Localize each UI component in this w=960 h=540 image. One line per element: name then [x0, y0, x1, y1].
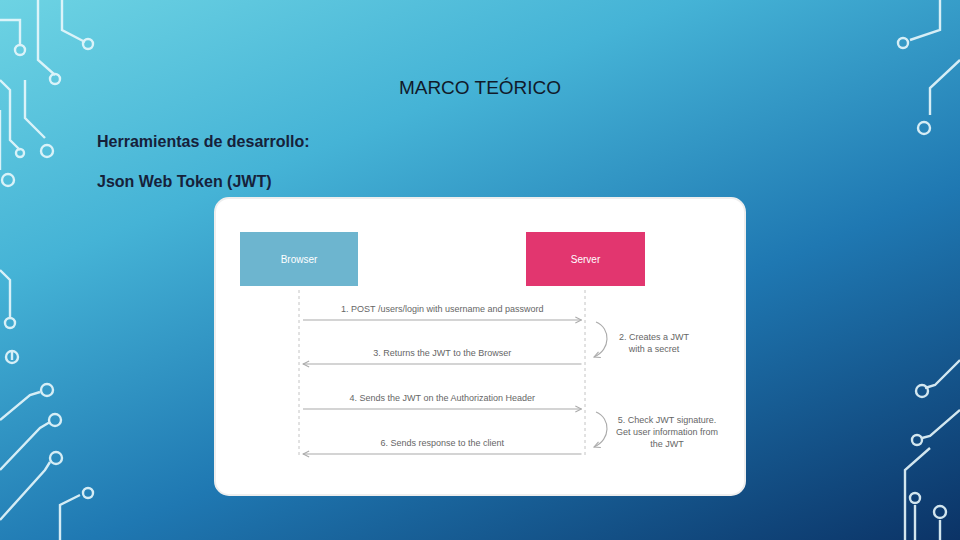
- diagram-panel: [215, 198, 745, 495]
- lifeline-box: Server: [526, 232, 645, 286]
- step-note: 2. Creates a JWT with a secret: [614, 331, 694, 355]
- message-label: 1. POST /users/login with username and p…: [338, 304, 546, 315]
- box-label: Server: [571, 254, 600, 265]
- message-arrow: [303, 408, 582, 409]
- message-label: 3. Returns the JWT to the Browser: [370, 348, 514, 359]
- lifelines: [299, 290, 585, 458]
- section-heading: Herramientas de desarrollo:: [97, 133, 310, 151]
- message-label: 6. Sends response to the client: [377, 438, 507, 449]
- lifeline-box: Browser: [240, 232, 358, 286]
- step-note: 5. Check JWT signature. Get user informa…: [614, 414, 720, 450]
- message-arrow: [303, 319, 582, 320]
- subsection-heading: Json Web Token (JWT): [97, 173, 272, 191]
- self-loop-arrows: [594, 322, 607, 447]
- box-label: Browser: [281, 254, 318, 265]
- message-label: 4. Sends the JWT on the Authorization He…: [347, 393, 538, 404]
- message-arrow: [303, 453, 582, 454]
- message-arrow: [303, 363, 582, 364]
- slide-title: MARCO TEÓRICO: [399, 77, 561, 99]
